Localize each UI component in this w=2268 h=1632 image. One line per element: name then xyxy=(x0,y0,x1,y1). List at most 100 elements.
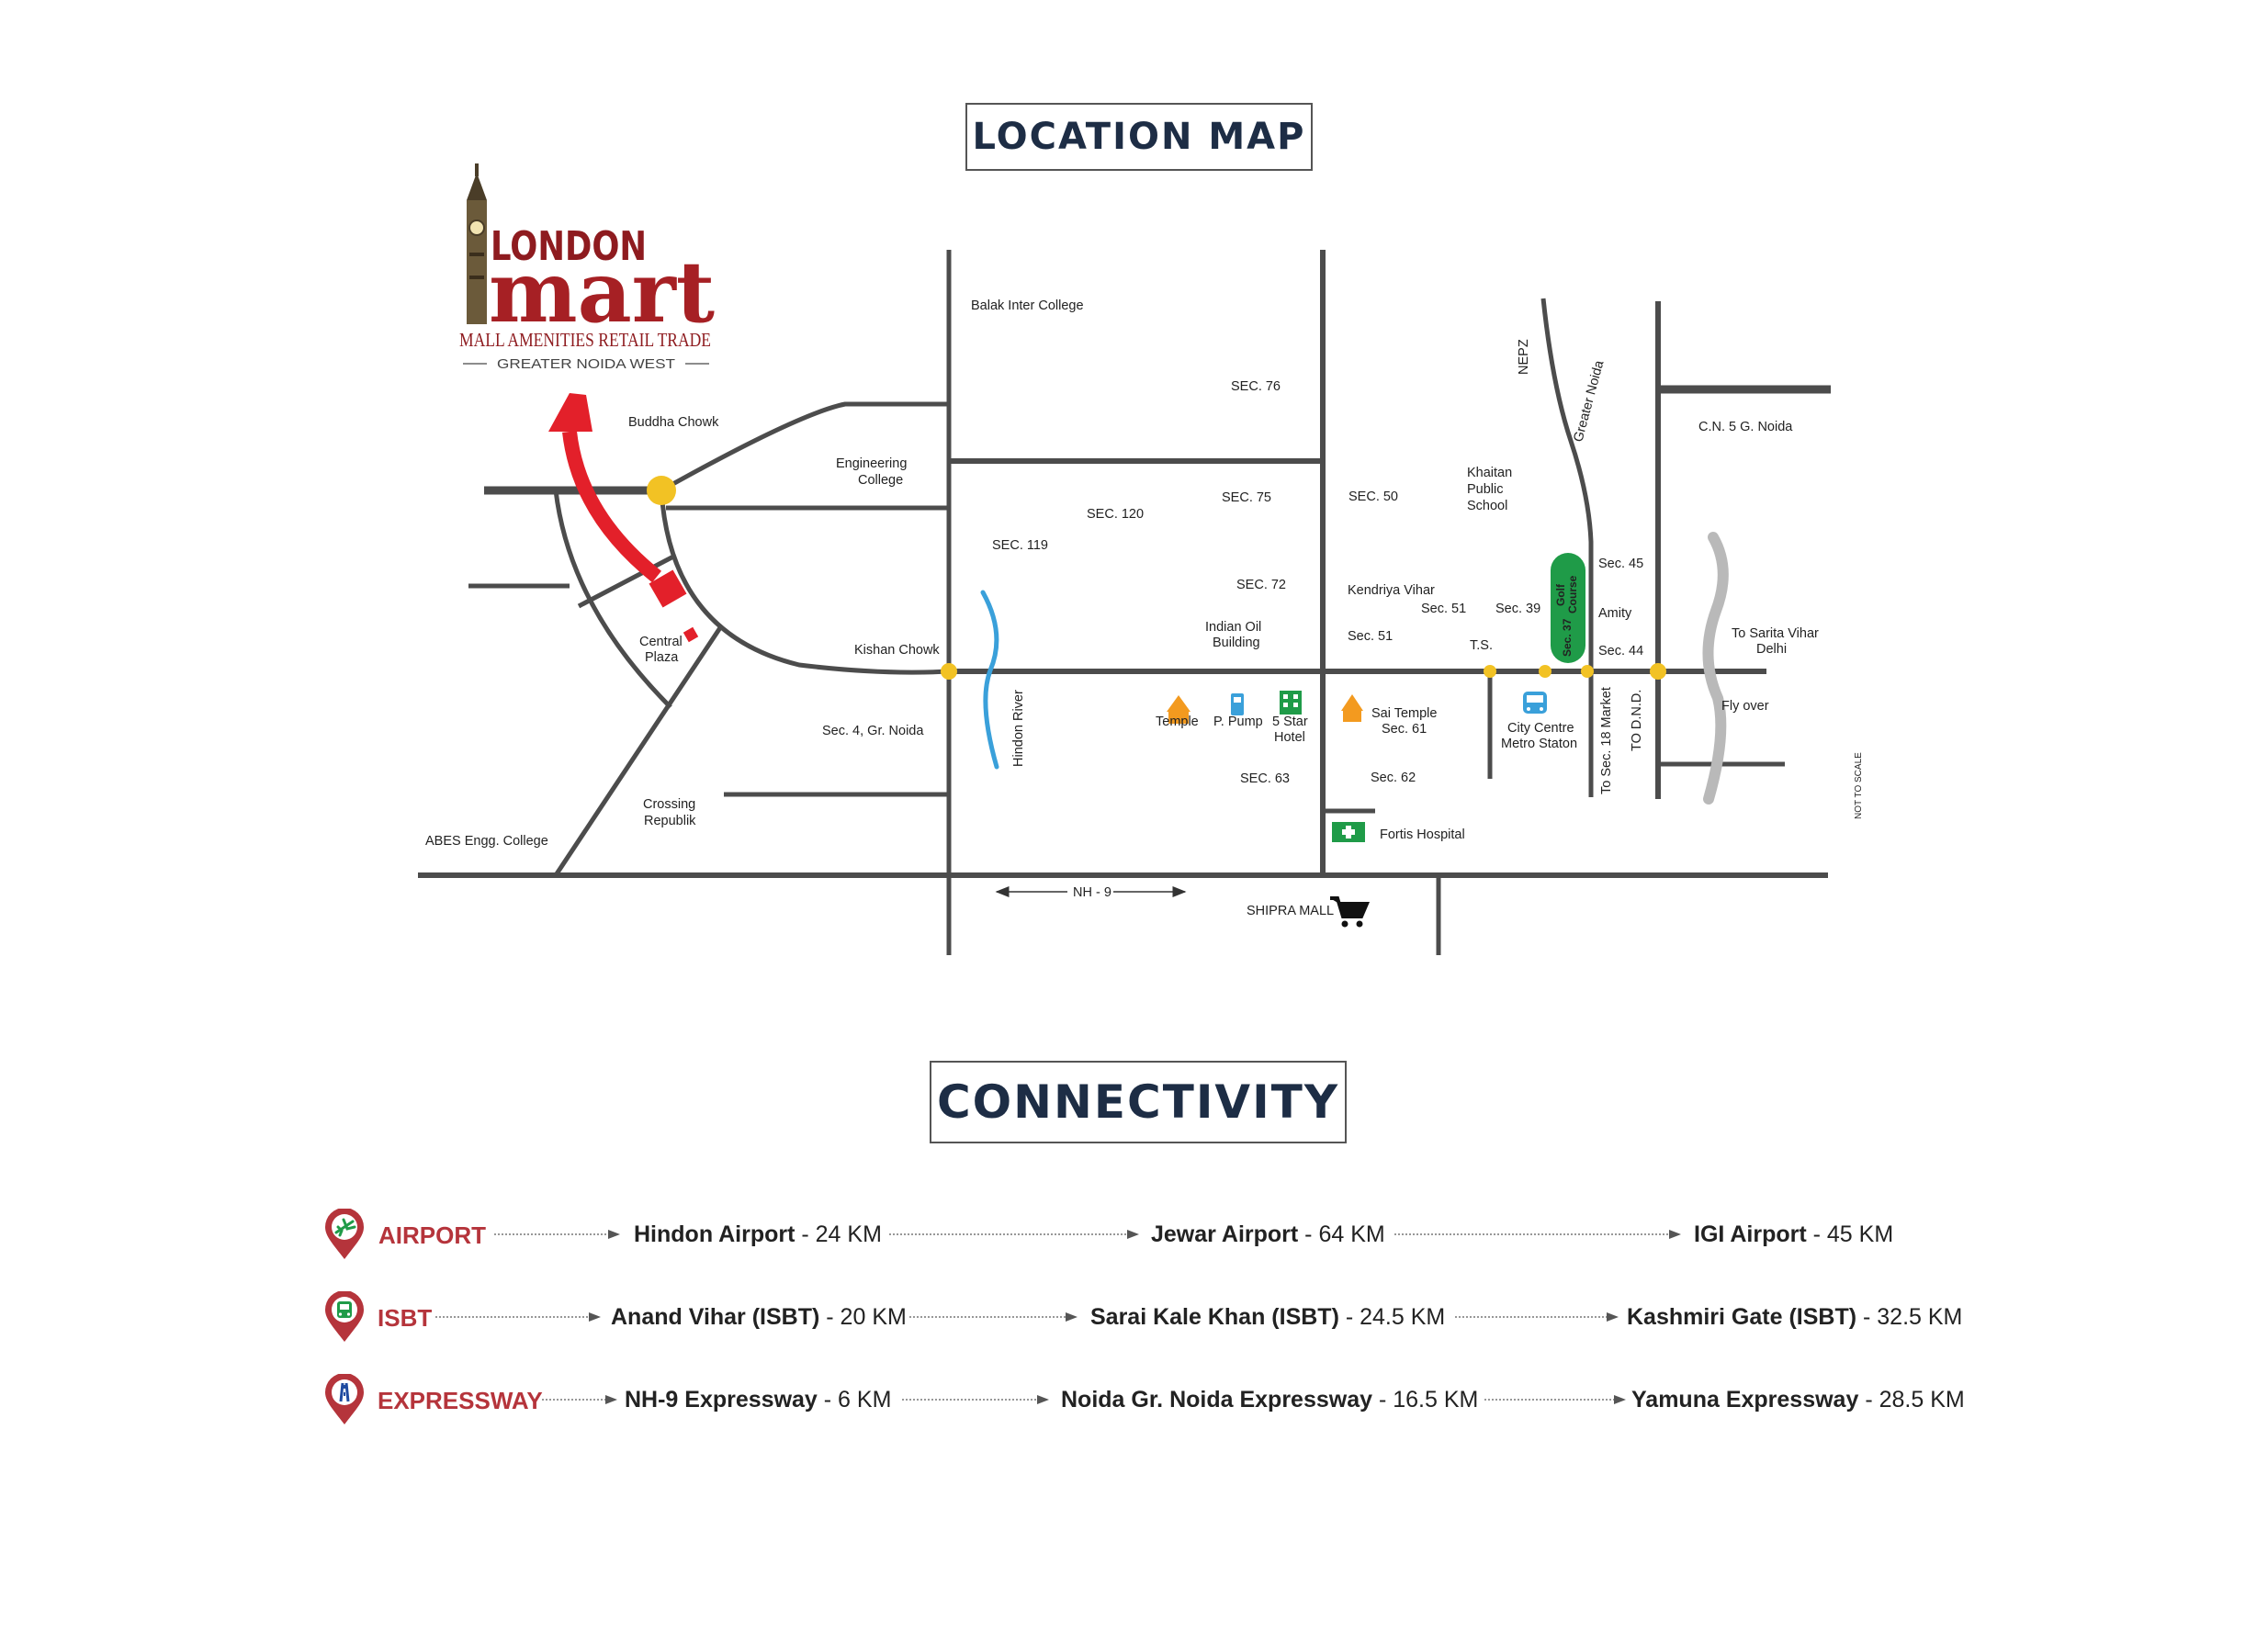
label-sec76: SEC. 76 xyxy=(1231,379,1281,394)
connectivity-row-expressway: EXPRESSWAY NH-9 Expressway - 6 KM Noida … xyxy=(0,1370,2268,1435)
label-p-pump: P. Pump xyxy=(1213,715,1263,729)
label-balak-college: Balak Inter College xyxy=(971,298,1084,313)
destination-nh9-expressway: NH-9 Expressway - 6 KM xyxy=(625,1387,892,1413)
road-network xyxy=(418,250,1831,955)
destination-jewar-airport: Jewar Airport - 64 KM xyxy=(1151,1221,1385,1247)
category-expressway: EXPRESSWAY xyxy=(378,1387,543,1414)
label-crossing-republik-2: Republik xyxy=(644,814,696,828)
bus-icon xyxy=(325,1291,364,1342)
label-engineering-college-2: College xyxy=(858,473,903,488)
label-five-star-2: Hotel xyxy=(1274,730,1305,745)
connector-arrow xyxy=(435,1312,601,1322)
label-crossing-republik: Crossing xyxy=(643,797,695,812)
airplane-icon xyxy=(325,1209,364,1259)
label-sec37: Sec. 37 xyxy=(1561,618,1574,657)
arrow-head xyxy=(548,393,592,432)
label-khaitan-2: Public xyxy=(1467,482,1504,497)
connector-arrow xyxy=(494,1230,620,1239)
label-five-star: 5 Star xyxy=(1272,715,1308,729)
label-dnd: TO D.N.D. xyxy=(1630,690,1644,751)
label-sec39: Sec. 39 xyxy=(1495,602,1540,616)
buddha-chowk-junction[interactable] xyxy=(647,476,676,505)
metro-train-icon xyxy=(1523,692,1547,714)
label-sec45: Sec. 45 xyxy=(1598,557,1643,571)
label-city-centre: City Centre xyxy=(1507,721,1574,736)
logo-word-london: LONDON xyxy=(491,223,647,270)
label-sai-temple: Sai Temple xyxy=(1371,706,1437,721)
kishan-chowk-junction[interactable] xyxy=(941,663,957,680)
connector-arrow xyxy=(889,1230,1139,1239)
destination-igi-airport: IGI Airport - 45 KM xyxy=(1694,1221,1894,1247)
label-central-plaza-2: Plaza xyxy=(645,650,679,665)
label-buddha-chowk: Buddha Chowk xyxy=(628,415,719,430)
label-golf: Golf xyxy=(1554,583,1567,606)
connectivity-row-airport: AIRPORT Hindon Airport - 24 KM Jewar Air… xyxy=(0,1205,2268,1269)
destination-noida-expressway: Noida Gr. Noida Expressway - 16.5 KM xyxy=(1061,1387,1479,1413)
destination-hindon-airport: Hindon Airport - 24 KM xyxy=(634,1221,882,1247)
label-fortis: Fortis Hospital xyxy=(1380,827,1465,842)
central-plaza-marker xyxy=(683,626,699,643)
label-indian-oil: Indian Oil xyxy=(1205,620,1261,635)
connectivity-row-isbt: ISBT Anand Vihar (ISBT) - 20 KM Sarai Ka… xyxy=(0,1288,2268,1352)
category-airport: AIRPORT xyxy=(378,1221,486,1249)
connector-arrow xyxy=(1484,1395,1626,1404)
location-map[interactable]: LONDON mart MALL AMENITIES RETAIL TRADE … xyxy=(0,0,2268,1010)
logo-location: GREATER NOIDA WEST xyxy=(497,356,675,372)
connector-arrow xyxy=(902,1395,1049,1404)
label-indian-oil-2: Building xyxy=(1213,636,1260,650)
london-mart-logo: LONDON mart MALL AMENITIES RETAIL TRADE … xyxy=(459,163,715,372)
temple-icon xyxy=(1167,695,1190,724)
label-course: Course xyxy=(1566,575,1579,613)
label-sec51b: Sec. 51 xyxy=(1348,629,1393,644)
label-sec62: Sec. 62 xyxy=(1371,771,1416,785)
connector-arrow xyxy=(542,1395,617,1404)
junction-golf xyxy=(1539,665,1551,678)
label-central-plaza: Central xyxy=(639,635,683,649)
label-greater-noida: Greater Noida xyxy=(1571,358,1607,444)
junction-sec18 xyxy=(1581,665,1594,678)
label-sec44: Sec. 44 xyxy=(1598,644,1643,658)
label-khaitan-3: School xyxy=(1467,499,1507,513)
destination-anand-vihar: Anand Vihar (ISBT) - 20 KM xyxy=(611,1304,907,1330)
connector-arrow xyxy=(1455,1312,1619,1322)
label-ts: T.S. xyxy=(1470,638,1493,653)
label-temple: Temple xyxy=(1156,715,1199,729)
label-kishan-chowk: Kishan Chowk xyxy=(854,643,940,658)
label-city-centre-2: Metro Staton xyxy=(1501,737,1577,751)
label-cn5: C.N. 5 G. Noida xyxy=(1698,420,1793,434)
label-khaitan: Khaitan xyxy=(1467,466,1512,480)
label-nepz: NEPZ xyxy=(1517,339,1531,375)
golf-course xyxy=(1551,553,1585,663)
label-sec63: SEC. 63 xyxy=(1240,771,1290,786)
logo-tagline: MALL AMENITIES RETAIL TRADE xyxy=(459,329,711,351)
destination-yamuna-expressway: Yamuna Expressway - 28.5 KM xyxy=(1631,1387,1965,1413)
label-sec18-market: To Sec. 18 Market xyxy=(1599,687,1614,794)
label-sec51a: Sec. 51 xyxy=(1421,602,1466,616)
label-amity: Amity xyxy=(1598,606,1632,621)
label-sec120: SEC. 120 xyxy=(1087,507,1144,522)
location-map-title: LOCATION MAP xyxy=(965,103,1313,171)
hospital-icon xyxy=(1332,822,1365,842)
label-sec72: SEC. 72 xyxy=(1236,578,1286,592)
petrol-pump-icon xyxy=(1231,693,1244,715)
logo-word-mart: mart xyxy=(489,242,715,342)
label-hindon-river: Hindon River xyxy=(1011,690,1026,767)
big-ben-icon xyxy=(467,163,487,324)
label-sec119: SEC. 119 xyxy=(992,538,1048,553)
destination-kashmiri-gate: Kashmiri Gate (ISBT) - 32.5 KM xyxy=(1627,1304,1963,1330)
highway-icon xyxy=(325,1374,364,1424)
label-engineering-college: Engineering xyxy=(836,456,907,471)
category-isbt: ISBT xyxy=(378,1304,433,1332)
label-shipra-mall: SHIPRA MALL xyxy=(1247,904,1334,918)
hindon-river xyxy=(980,590,999,770)
map-labels: Buddha Chowk Engineering College Central… xyxy=(425,298,1864,918)
connector-arrow xyxy=(1394,1230,1681,1239)
junction-dnd xyxy=(1650,663,1666,680)
label-sarita-vihar: To Sarita Vihar xyxy=(1732,626,1819,641)
label-sec50: SEC. 50 xyxy=(1348,490,1398,504)
label-abes: ABES Engg. College xyxy=(425,834,548,849)
project-site-marker[interactable] xyxy=(649,569,687,608)
label-kendriya-vihar: Kendriya Vihar xyxy=(1348,583,1435,598)
connector-arrow xyxy=(909,1312,1078,1322)
hotel-icon xyxy=(1280,691,1302,715)
